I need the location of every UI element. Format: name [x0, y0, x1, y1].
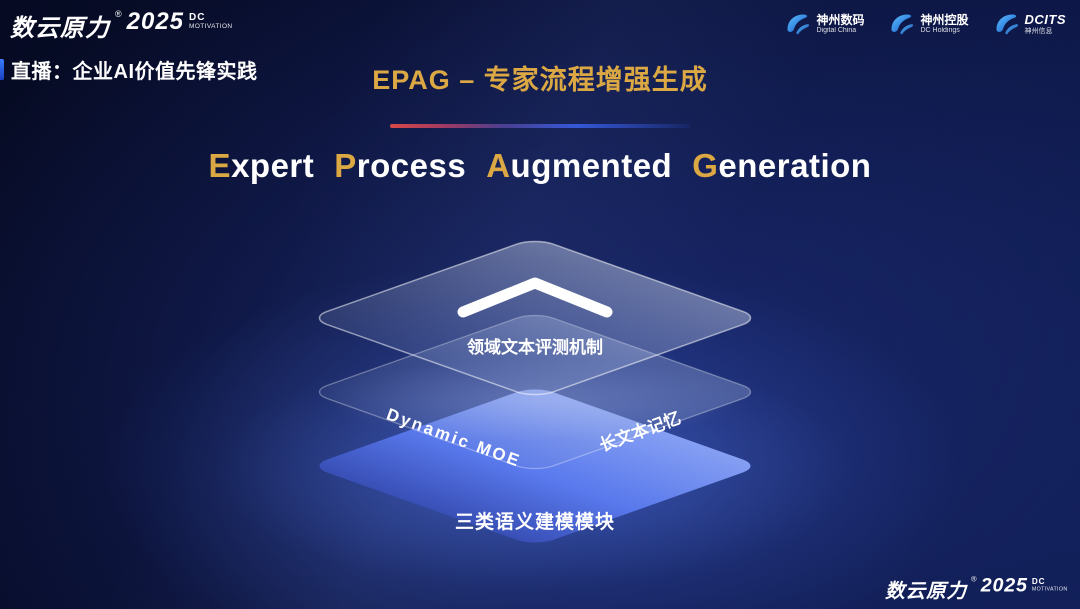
layer-top-underglow [325, 358, 745, 442]
logo-dcits-subtitle: 神州信息 [1024, 27, 1053, 35]
subtitle-initial: E [208, 147, 232, 184]
logo-dcits-title: DCITS [1024, 12, 1066, 27]
logo-digital-china-text: 神州数码 Digital China [816, 13, 864, 36]
title-divider [390, 124, 690, 128]
logo-digital-china-title: 神州数码 [816, 12, 865, 27]
logo-dc-holdings-subtitle: DC Holdings [920, 27, 960, 34]
logo-dc-holdings: 神州控股 DC Holdings [888, 11, 969, 37]
brand-logo-top-left: 数云原力 ® 2025 DC MOTIVATION [10, 8, 233, 43]
layer-bottom-shape [319, 389, 751, 543]
dcits-logo-icon [996, 14, 1018, 35]
subtitle-rest: rocess [356, 147, 467, 184]
live-title-text: 直播：企业AI价值先锋实践 [11, 61, 258, 83]
brand-motivation: MOTIVATION [189, 22, 233, 30]
brand-name: 数云原力 [10, 15, 110, 42]
subtitle-rest: eneration [718, 147, 872, 184]
brand-dc: DC [1032, 577, 1046, 587]
layer-bottom-label: 三类语义建模模块 [455, 510, 615, 533]
dc-holdings-logo-icon [891, 14, 914, 35]
partner-logos: 神州数码 Digital China 神州控股 DC Holdings DCIT… [784, 11, 1066, 37]
brand-logo-bottom-right: 数云原力 ® 2025 DC MOTIVATION [886, 574, 1068, 603]
subtitle-word-generation: Generation [692, 147, 871, 184]
brand-dc-motivation: DC MOTIVATION [189, 12, 233, 30]
logo-digital-china: 神州数码 Digital China [784, 11, 864, 37]
layer-middle-right-label: 长文本记忆 [597, 407, 684, 455]
layer-top-shape [309, 238, 762, 399]
logo-dcits: DCITS 神州信息 [993, 11, 1067, 37]
subtitle-initial: G [692, 147, 719, 184]
diagram-ambient-glow [215, 350, 855, 590]
subtitle-initial: A [486, 147, 511, 184]
logo-dcits-text: DCITS 神州信息 [1025, 12, 1067, 36]
brand-year: 2025 [126, 8, 185, 35]
layer-middle-shape [309, 312, 762, 473]
subtitle-word-augmented: Augmented [486, 147, 672, 184]
brand-registered-mark: ® [115, 9, 122, 19]
brand-motivation: MOTIVATION [1032, 586, 1068, 592]
page-title: EPAG – 专家流程增强生成 [372, 65, 708, 95]
subtitle-word-process: Process [334, 147, 466, 184]
logo-dc-holdings-title: 神州控股 [920, 12, 969, 27]
subtitle-word-expert: Expert [209, 147, 315, 184]
digital-china-logo-icon [787, 14, 810, 35]
subtitle-rest: xpert [231, 147, 315, 184]
brand-dc: DC [189, 12, 206, 23]
subtitle: Expert Process Augmented Generation [0, 147, 1080, 185]
brand-name: 数云原力 [885, 580, 968, 603]
live-title: 直播：企业AI价值先锋实践 [0, 55, 258, 84]
brand-registered-mark: ® [971, 575, 978, 584]
layer-middle-left-label: Dynamic MOE [384, 405, 524, 471]
subtitle-initial: P [334, 147, 357, 184]
brand-year: 2025 [981, 574, 1029, 597]
live-accent-bar [0, 59, 4, 80]
subtitle-rest: ugmented [510, 147, 673, 184]
brand-dc-motivation: DC MOTIVATION [1032, 578, 1068, 592]
chevron-up-icon [457, 277, 613, 318]
logo-digital-china-subtitle: Digital China [816, 27, 857, 34]
layer-top-label: 领域文本评测机制 [467, 337, 603, 357]
logo-dc-holdings-text: 神州控股 DC Holdings [920, 13, 968, 36]
